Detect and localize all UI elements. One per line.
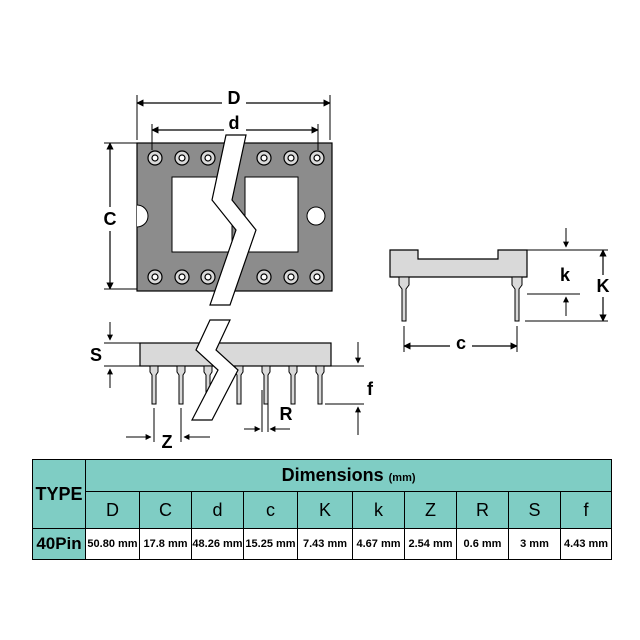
socket-dimension-drawing: D d C S	[89, 88, 614, 452]
pins-side-view	[398, 276, 523, 322]
table-row: 40Pin 50.80 mm 17.8 mm 48.26 mm 15.25 mm…	[32, 528, 613, 560]
label-f: f	[367, 379, 374, 399]
contact-pads-bottom-row	[147, 269, 325, 285]
socket-body-side-view	[389, 249, 528, 278]
column-header: f	[559, 491, 613, 529]
column-header: R	[456, 491, 509, 529]
column-header: C	[139, 491, 192, 529]
side-view: k K c	[389, 228, 614, 354]
dimensions-header: Dimensions (mm)	[84, 458, 613, 493]
front-view: S f R Z	[90, 319, 374, 452]
label-D: D	[228, 88, 241, 108]
column-header: K	[297, 491, 353, 529]
contact-pads-top-row	[147, 150, 325, 166]
column-header: k	[352, 491, 405, 529]
dimensions-unit: (mm)	[388, 472, 416, 485]
socket-notch	[136, 204, 149, 228]
column-header-row: D C d c K k Z R S f	[33, 491, 613, 529]
table-cell: 4.67 mm	[352, 528, 405, 560]
table-cell: 48.26 mm	[191, 528, 244, 560]
top-view: D d C	[96, 88, 333, 306]
label-C: C	[104, 209, 117, 229]
column-header: S	[508, 491, 561, 529]
column-header: Z	[404, 491, 457, 529]
label-R: R	[280, 404, 293, 424]
break-gap-front-view	[191, 319, 239, 421]
label-c: c	[456, 333, 466, 353]
label-d: d	[229, 113, 240, 133]
column-header: D	[85, 491, 140, 529]
column-header: c	[243, 491, 298, 529]
label-k: k	[560, 265, 571, 285]
pin-one-marker	[306, 206, 326, 226]
label-S: S	[90, 345, 102, 365]
table-cell: 0.6 mm	[456, 528, 509, 560]
table-cell: 2.54 mm	[404, 528, 457, 560]
column-header: d	[191, 491, 244, 529]
table-cell: 4.43 mm	[559, 528, 613, 560]
dimensions-title: Dimensions	[281, 465, 384, 486]
socket-window-right	[244, 176, 299, 253]
table-cell: 50.80 mm	[85, 528, 140, 560]
type-header: TYPE	[32, 459, 86, 529]
row-type-label: 40Pin	[32, 528, 86, 560]
dimensions-table: TYPE Dimensions (mm) D C d c K k Z R S f…	[32, 458, 613, 560]
break-gap-top-view	[209, 134, 257, 306]
table-cell: 17.8 mm	[139, 528, 192, 560]
table-cell: 15.25 mm	[243, 528, 298, 560]
pins-front-view	[149, 365, 325, 405]
table-cell: 7.43 mm	[297, 528, 353, 560]
table-cell: 3 mm	[508, 528, 561, 560]
label-K: K	[597, 276, 610, 296]
socket-body-front-view	[139, 342, 332, 367]
label-Z: Z	[162, 432, 173, 452]
